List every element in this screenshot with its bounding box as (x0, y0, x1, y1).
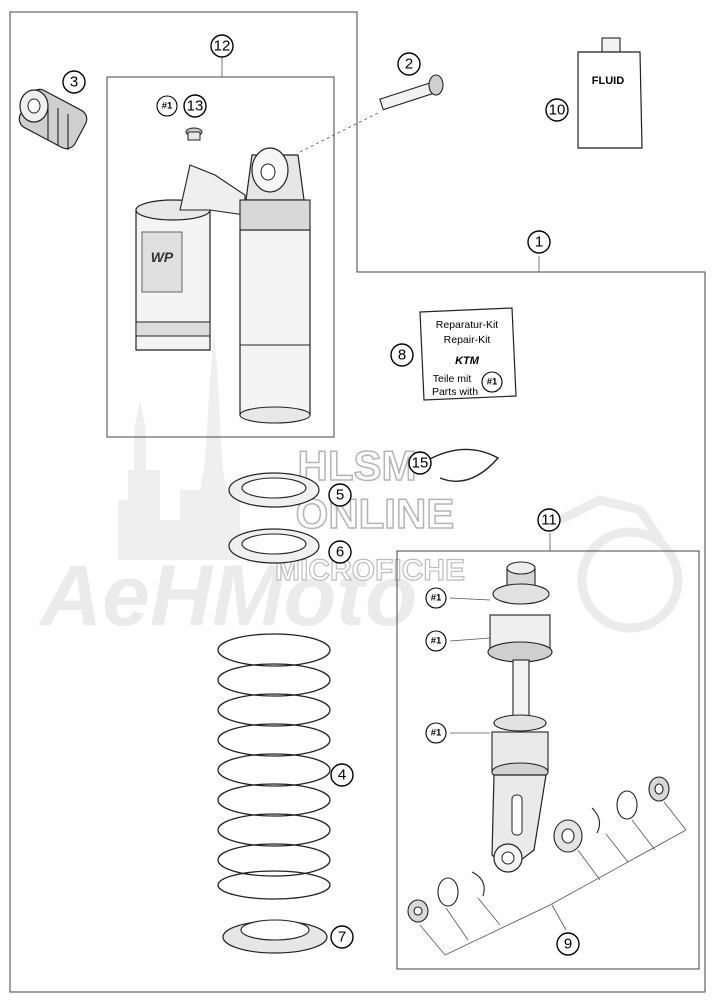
skyline-icon (118, 330, 240, 560)
part-spring-seat[interactable] (222, 919, 328, 954)
part-nut-upper[interactable] (228, 472, 320, 508)
part-bolt[interactable] (299, 74, 444, 153)
callout-15-label: 15 (412, 455, 429, 472)
callout-9[interactable]: 9 (556, 932, 580, 956)
part-bushing-set[interactable] (407, 776, 670, 923)
callout-2-label: 2 (405, 56, 413, 73)
group-box-11 (396, 550, 700, 970)
callout-12[interactable]: 12 (210, 34, 234, 58)
callout-7-label: 7 (338, 929, 346, 946)
callout-8[interactable]: 8 (390, 343, 414, 367)
ref-marker-shock[interactable]: #1 (156, 95, 178, 117)
ref-marker-repair-kit-label: #1 (487, 377, 498, 388)
watermark-line3: MICROFICHE (275, 554, 465, 587)
callout-4-label: 4 (338, 767, 346, 784)
part-snap-ring[interactable] (427, 448, 500, 482)
callout-8-label: 8 (398, 347, 406, 364)
callout-4[interactable]: 4 (330, 763, 354, 787)
motorcycle-icon (557, 495, 683, 633)
callout-5[interactable]: 5 (328, 483, 352, 507)
part-spring[interactable] (217, 633, 331, 900)
callout-1[interactable]: 1 (527, 230, 551, 254)
ref-marker-rod-middle[interactable]: #1 (425, 630, 447, 652)
callout-12-label: 12 (214, 38, 231, 55)
callout-7[interactable]: 7 (330, 925, 354, 949)
group-box-12 (106, 76, 335, 438)
callout-3[interactable]: 3 (62, 70, 86, 94)
callout-6-label: 6 (336, 544, 344, 561)
assembly-frame (9, 11, 706, 993)
repair-kit-line3: Teile mit (433, 373, 472, 385)
watermark-line1: HLSM (298, 442, 417, 489)
callout-11-label: 11 (541, 512, 557, 529)
ref-marker-rod-middle-label: #1 (431, 636, 442, 647)
ktm-logo: KTM (455, 355, 480, 367)
ref-marker-shock-label: #1 (162, 101, 173, 112)
part-shock-body[interactable]: WP (135, 147, 311, 424)
callout-13[interactable]: 13 (183, 94, 207, 118)
repair-kit-line4: Parts with (432, 386, 478, 398)
part-fluid-bottle[interactable]: FLUID (577, 37, 643, 149)
watermark-line2: ONLINE (296, 490, 455, 537)
callout-10-label: 10 (549, 102, 566, 119)
repair-kit-line1: Reparatur-Kit (436, 319, 499, 331)
part-adjuster[interactable] (16, 86, 90, 152)
ref-marker-rod-lower-label: #1 (431, 728, 442, 739)
part-nut-lower[interactable] (228, 528, 320, 564)
bushing-leader-lines (419, 801, 687, 956)
callout-3-label: 3 (70, 74, 78, 91)
callout-13-label: 13 (187, 98, 204, 115)
repair-kit-line2: Repair-Kit (444, 334, 491, 346)
ref-marker-repair-kit[interactable]: #1 (481, 371, 503, 393)
callout-5-label: 5 (336, 487, 344, 504)
watermark: AeHMoto HLSM ONLINE MICROFICHE (38, 330, 683, 644)
ref-marker-rod-top[interactable]: #1 (425, 587, 447, 609)
wp-logo: WP (151, 249, 174, 265)
callout-2[interactable]: 2 (397, 52, 421, 76)
callout-6[interactable]: 6 (328, 540, 352, 564)
ref-marker-rod-top-label: #1 (431, 593, 442, 604)
part-damper-rod[interactable] (487, 561, 553, 873)
part-screw[interactable] (185, 127, 203, 141)
ref-marker-rod-lower[interactable]: #1 (425, 722, 447, 744)
callout-11[interactable]: 11 (537, 508, 561, 532)
fluid-label: FLUID (592, 75, 624, 87)
watermark-brand: AeHMoto (38, 548, 417, 644)
callout-10[interactable]: 10 (545, 98, 569, 122)
callout-15[interactable]: 15 (408, 451, 432, 475)
callout-1-label: 1 (535, 234, 543, 251)
callout-9-label: 9 (564, 936, 572, 953)
